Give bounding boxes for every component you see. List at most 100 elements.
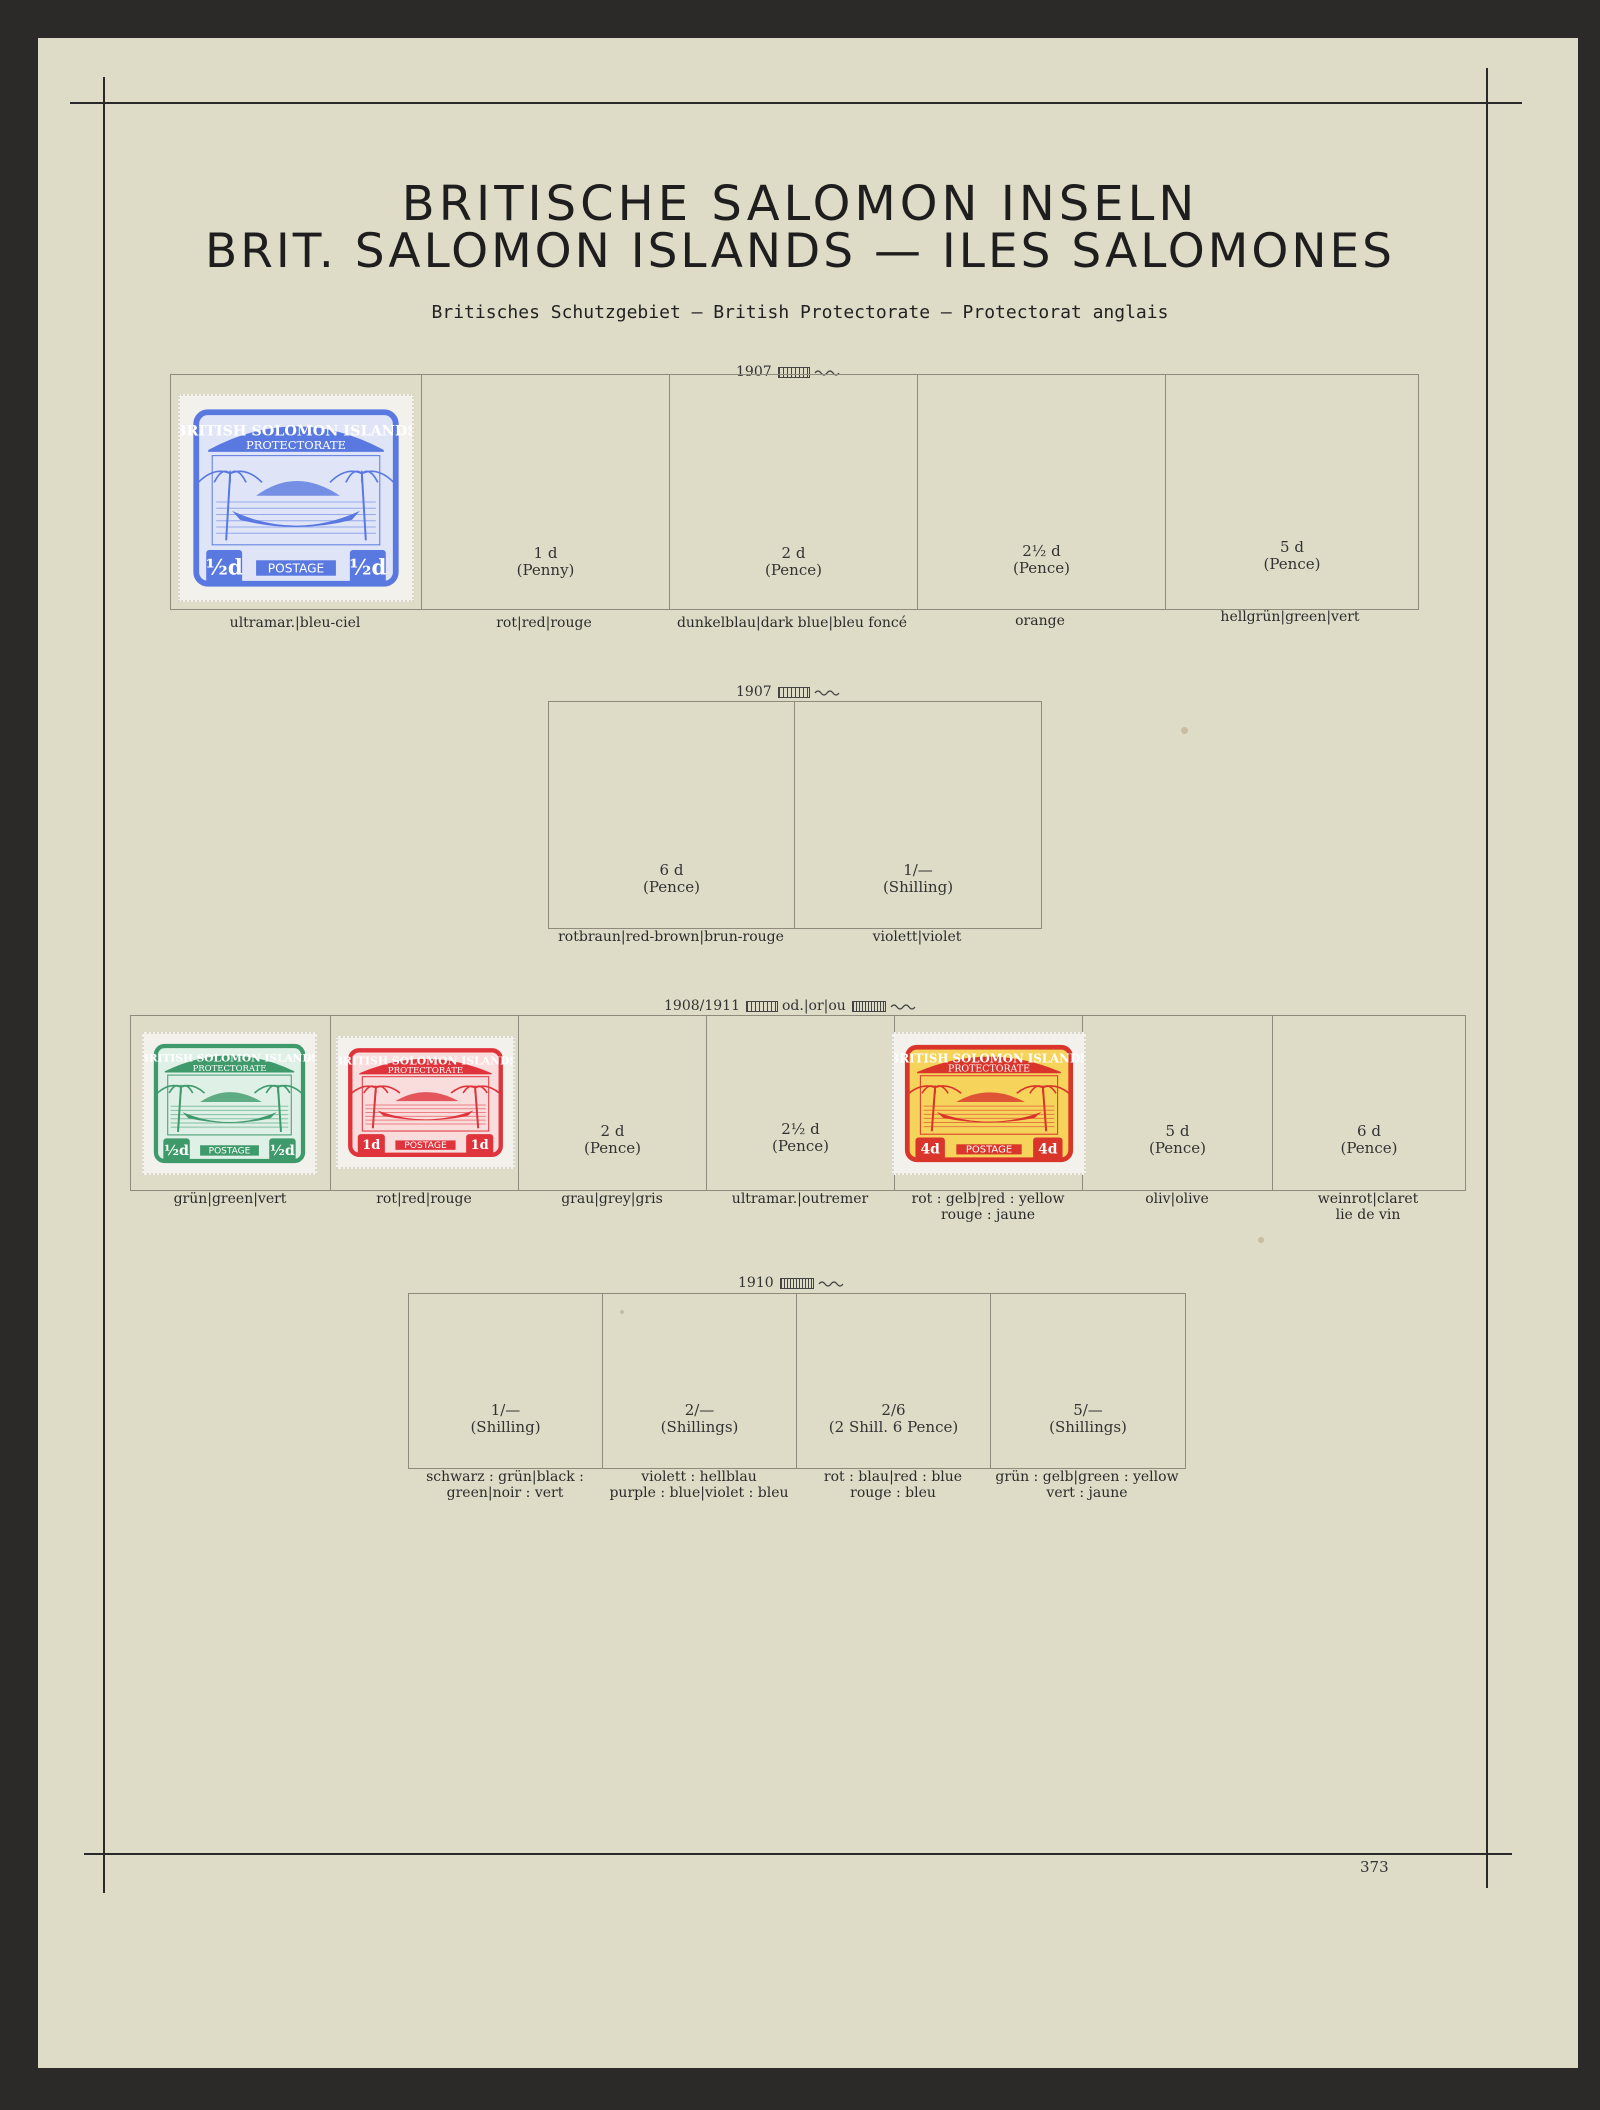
svg-text:4d: 4d [920,1142,940,1158]
face-unit: (Pence) [1340,1139,1398,1157]
stamp-grid-2: 6 d(Pence) 1/—(Shilling) [548,701,1042,929]
face-unit: (Pence) [1013,559,1070,577]
colour-caption-line: lie de vin [1335,1207,1401,1223]
stamp-space [331,1016,519,1190]
stamp-grid-3: 2 d(Pence) 2½ d(Pence) 5 d(Pence) 6 d(Pe… [130,1015,1466,1191]
stamp-grid-4: 1/—(Shilling) 2/—(Shillings) 2/6(2 Shill… [408,1293,1186,1469]
section-year-4: 1910 [738,1275,844,1291]
frame-right-rule [1486,68,1488,1888]
face-value: 2½ d [781,1120,820,1138]
stamp-space [171,375,422,609]
colour-caption-line: rouge : bleu [850,1485,936,1501]
face-unit: (Shillings) [660,1418,739,1436]
year-label: 1907 [736,364,772,380]
face-unit: (Pence) [584,1139,641,1157]
face-value: 2 d [600,1122,625,1140]
page-title-multilingual: BRIT. SALOMON ISLANDS — ILES SALOMONES [204,224,1396,279]
stamp-space: 2/—(Shillings) [603,1294,797,1468]
watermark-wave-icon [814,690,840,696]
svg-text:PROTECTORATE: PROTECTORATE [388,1066,463,1076]
svg-text:PROTECTORATE: PROTECTORATE [193,1063,267,1073]
svg-text:BRITISH SOLOMON ISLANDS: BRITISH SOLOMON ISLANDS [144,1053,315,1065]
face-value: 2/6 [881,1401,906,1419]
face-value: 2 d [781,544,806,562]
page-subtitle: Britisches Schutzgebiet — British Protec… [431,302,1169,323]
face-value: 1 d [533,544,558,562]
stamp-space: 5 d(Pence) [1166,375,1418,609]
perforation-icon [777,366,810,378]
stamp-design: BRITISH SOLOMON ISLANDSPROTECTORATEPOSTA… [894,1044,1084,1163]
face-unit: (Shilling) [470,1418,541,1436]
svg-text:1d: 1d [362,1138,380,1153]
svg-text:PROTECTORATE: PROTECTORATE [948,1064,1030,1075]
colour-caption: grün|green|vert [173,1191,287,1207]
face-unit: (Penny) [516,561,575,579]
svg-text:½d: ½d [206,556,243,581]
colour-caption-line: schwarz : grün|black : [426,1469,584,1485]
colour-caption-line: grün : gelb|green : yellow [995,1469,1179,1485]
colour-caption: oliv|olive [1145,1191,1209,1207]
perforation-icon [779,1277,814,1289]
stamp-space: 2/6(2 Shill. 6 Pence) [797,1294,991,1468]
svg-text:½d: ½d [270,1143,295,1159]
face-value: 1/— [490,1401,521,1419]
svg-text:4d: 4d [1038,1142,1058,1158]
stamp-space: 2 d(Pence) [519,1016,707,1190]
face-value: 5 d [1165,1122,1190,1140]
year-label: 1907 [736,684,772,700]
face-unit: (Pence) [1149,1139,1206,1157]
face-value: 6 d [1357,1122,1381,1140]
stamp-space: 5 d(Pence) [1083,1016,1273,1190]
page-title-de: BRITISCHE SALOMON INSELN [401,176,1199,232]
colour-caption: ultramar.|outremer [731,1191,869,1207]
face-unit: (2 Shill. 6 Pence) [828,1418,959,1436]
colour-caption-line: purple : blue|violet : bleu [609,1485,789,1501]
stamp-space: 2½ d(Pence) [918,375,1166,609]
stamp-grid-1: 1 d(Penny) 2 d(Pence) 2½ d(Pence) 5 d(Pe… [170,374,1419,610]
face-value: 6 d [659,861,684,879]
colour-caption: rot|red|rouge [496,615,592,631]
colour-caption-line: vert : jaune [1046,1485,1128,1501]
face-unit: (Pence) [772,1137,829,1155]
stamp-design: BRITISH SOLOMON ISLANDSPROTECTORATEPOSTA… [180,409,412,587]
face-value: 5 d [1280,538,1304,556]
colour-caption: violett|violet [872,929,962,945]
colour-caption-line: green|noir : vert [446,1485,564,1501]
svg-text:PROTECTORATE: PROTECTORATE [246,438,346,452]
face-value: 1/— [903,861,933,879]
stamp-space: 1/—(Shilling) [795,702,1041,928]
face-unit: (Pence) [643,878,700,896]
paper-speck [620,1310,624,1314]
colour-caption: ultramar.|bleu-ciel [229,615,361,631]
perforation-icon [851,1000,886,1012]
stamp-space: 6 d(Pence) [1273,1016,1465,1190]
svg-text:½d: ½d [164,1143,189,1159]
stamp-space: 2½ d(Pence) [707,1016,895,1190]
stamp-space [131,1016,331,1190]
section-year-2: 1907 [736,684,840,700]
watermark-wave-icon [818,1281,844,1287]
svg-text:½d: ½d [349,556,386,581]
colour-caption-line: rot : blau|red : blue [823,1469,963,1485]
frame-top-rule [70,102,1522,104]
colour-caption-line: rot : gelb|red : yellow [911,1191,1065,1207]
colour-caption: rotbraun|red-brown|brun-rouge [558,929,784,945]
or-label: od.|or|ou [781,998,846,1014]
svg-text:POSTAGE: POSTAGE [268,562,325,576]
colour-caption: dunkelblau|dark blue|bleu foncé [676,615,908,631]
face-value: 5/— [1073,1401,1103,1419]
colour-caption: schwarz : grün|black :green|noir : vert [408,1469,602,1501]
colour-caption: orange [1015,613,1065,629]
year-label: 1908/1911 [664,998,740,1014]
svg-text:POSTAGE: POSTAGE [404,1140,447,1151]
face-unit: (Pence) [1263,555,1321,573]
svg-text:BRITISH SOLOMON ISLANDS: BRITISH SOLOMON ISLANDS [338,1055,513,1068]
frame-left-rule [103,77,105,1893]
stamp-space: 2 d(Pence) [670,375,918,609]
